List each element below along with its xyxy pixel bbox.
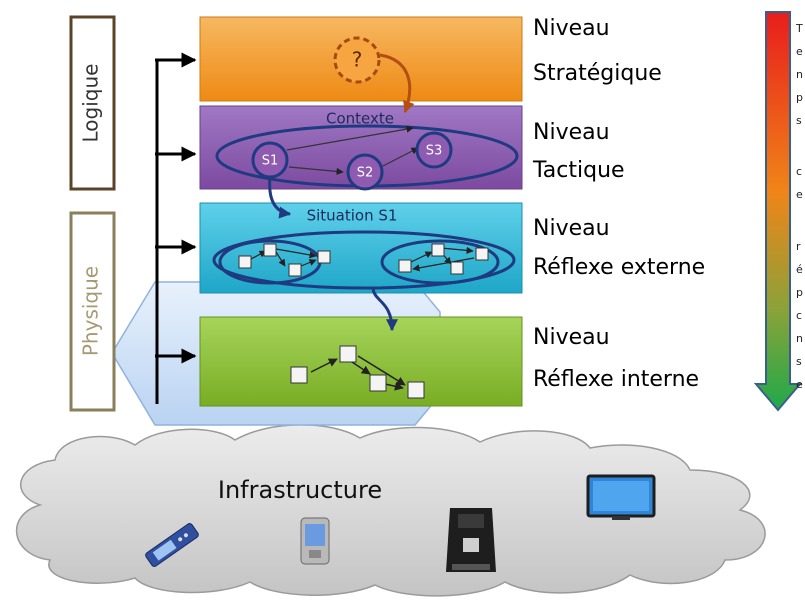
external-reflex-links: [250, 246, 475, 272]
state-s2-label: S2: [357, 166, 374, 181]
s1-to-situation-arrow: [268, 176, 292, 219]
svg-text:e: e: [796, 378, 803, 391]
svg-text:e: e: [796, 188, 803, 201]
context-label: Contexte: [326, 110, 394, 128]
strategic-label-line1: Niveau: [533, 16, 610, 41]
state-s3-label: S3: [426, 144, 443, 159]
internal-reflex-bar: [199, 316, 523, 407]
svg-text:s: s: [796, 355, 802, 368]
svg-text:r: r: [796, 240, 801, 253]
state-s2: [346, 153, 384, 191]
gradient-text-column: T e n p s c e r é p c n s e: [795, 22, 803, 391]
situation-label: Situation S1: [307, 207, 398, 225]
tactical-label-line1: Niveau: [533, 120, 610, 145]
svg-text:c: c: [796, 165, 802, 178]
situation-to-internal-arrow: [371, 286, 398, 332]
svg-text:n: n: [796, 332, 803, 345]
logique-label: Logique: [79, 64, 103, 143]
situation-ellipse: [212, 230, 516, 290]
logique-box: [69, 15, 116, 191]
coffee-machine-icon: [446, 508, 496, 572]
physique-label: Physique: [79, 266, 103, 356]
phone-icon: [145, 523, 199, 567]
infrastructure-cloud: [15, 424, 766, 597]
state-s1-label: S1: [262, 154, 279, 169]
internal-reflex-label-line2: Réflexe interne: [533, 367, 699, 392]
strategic-to-context-arrow: [379, 53, 415, 114]
svg-text:c: c: [796, 309, 802, 322]
physique-box: [69, 211, 116, 412]
unknown-marker: ?: [352, 48, 363, 72]
svg-text:p: p: [796, 286, 803, 299]
monitor-icon: [586, 474, 656, 520]
infrastructure-label: Infrastructure: [218, 476, 382, 504]
svg-text:s: s: [796, 114, 802, 127]
external-reflex-label-line1: Niveau: [533, 216, 610, 241]
gradient-arrow: [753, 11, 803, 412]
state-transitions: [286, 125, 419, 175]
unknown-strategy-circle: [333, 36, 381, 84]
svg-text:n: n: [796, 68, 803, 81]
internal-reflex-nodes: [290, 345, 425, 399]
svg-text:é: é: [796, 263, 803, 276]
svg-text:e: e: [796, 45, 803, 58]
pda-icon: [300, 517, 330, 565]
svg-text:T: T: [795, 22, 803, 35]
external-reflex-nodes: [238, 243, 489, 277]
strategic-label-line2: Stratégique: [533, 61, 662, 86]
level-connector: [155, 52, 197, 404]
situation-sub-ellipse-right: [380, 239, 500, 285]
svg-text:p: p: [796, 91, 803, 104]
tactical-label-line2: Tactique: [532, 158, 625, 183]
state-s3: [415, 131, 453, 169]
internal-reflex-label-line1: Niveau: [533, 325, 610, 350]
internal-reflex-links: [310, 355, 406, 391]
external-reflex-label-line2: Réflexe externe: [533, 255, 705, 280]
